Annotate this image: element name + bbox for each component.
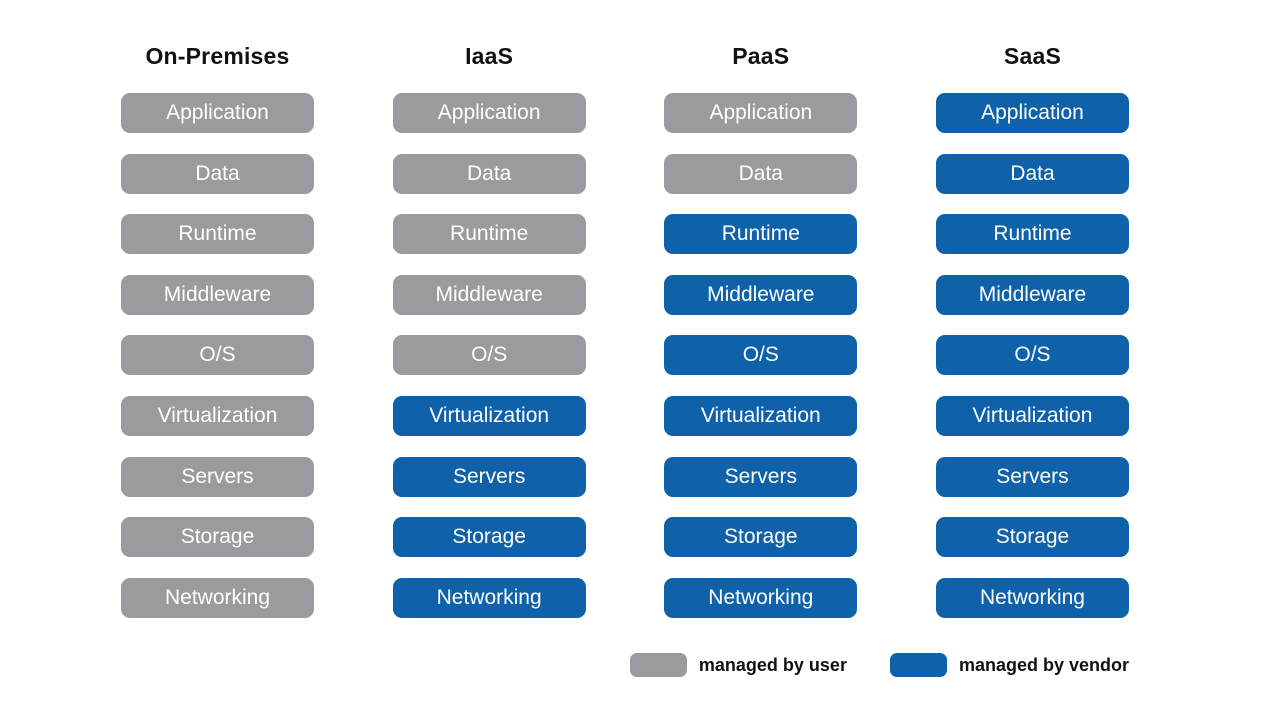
layer-box-middleware: Middleware: [664, 274, 858, 315]
layer-box-data: Data: [392, 153, 586, 194]
legend-label: managed by vendor: [958, 654, 1129, 675]
legend-swatch-vendor: [889, 653, 947, 677]
layer-box-application: Application: [121, 93, 314, 133]
layer-box-o-s: O/S: [392, 335, 586, 376]
column-title: SaaS: [1003, 43, 1061, 69]
layer-box-data: Data: [664, 153, 858, 194]
layer-box-data: Data: [935, 153, 1129, 194]
legend-swatch-user: [629, 653, 687, 677]
layer-box-middleware: Middleware: [935, 274, 1129, 315]
layer-box-virtualization: Virtualization: [664, 395, 858, 436]
layer-box-networking: Networking: [664, 577, 858, 618]
layer-box-networking: Networking: [121, 577, 314, 618]
column-title: IaaS: [465, 43, 514, 69]
layer-box-networking: Networking: [392, 577, 586, 618]
layer-box-virtualization: Virtualization: [392, 395, 586, 436]
layer-box-storage: Storage: [664, 517, 858, 558]
column-title: On-Premises: [145, 43, 290, 69]
column-title: PaaS: [732, 43, 790, 69]
layer-box-runtime: Runtime: [392, 214, 586, 255]
layer-box-middleware: Middleware: [392, 274, 586, 315]
layer-box-storage: Storage: [121, 517, 314, 558]
layer-box-virtualization: Virtualization: [121, 395, 314, 436]
legend-item-managed-by-vendor: managed by vendor: [889, 653, 1129, 677]
layer-box-runtime: Runtime: [121, 214, 314, 255]
layer-box-storage: Storage: [935, 517, 1129, 558]
legend-item-managed-by-user: managed by user: [629, 653, 847, 677]
layer-box-storage: Storage: [392, 517, 586, 558]
layer-box-virtualization: Virtualization: [935, 395, 1129, 436]
layer-box-o-s: O/S: [935, 335, 1129, 376]
layer-box-networking: Networking: [935, 577, 1129, 618]
layer-box-middleware: Middleware: [121, 274, 314, 315]
layer-box-servers: Servers: [935, 456, 1129, 497]
legend: managed by user managed by vendor: [629, 653, 1129, 677]
layer-box-application: Application: [935, 93, 1129, 133]
layer-box-o-s: O/S: [664, 335, 858, 376]
layer-box-runtime: Runtime: [935, 214, 1129, 255]
layer-box-o-s: O/S: [121, 335, 314, 376]
legend-label: managed by user: [698, 654, 847, 675]
layer-box-servers: Servers: [392, 456, 586, 497]
layer-box-data: Data: [121, 153, 314, 194]
layer-box-servers: Servers: [121, 456, 314, 497]
layer-box-servers: Servers: [664, 456, 858, 497]
layer-box-application: Application: [664, 93, 858, 133]
layer-box-runtime: Runtime: [664, 214, 858, 255]
layer-box-application: Application: [392, 93, 586, 133]
